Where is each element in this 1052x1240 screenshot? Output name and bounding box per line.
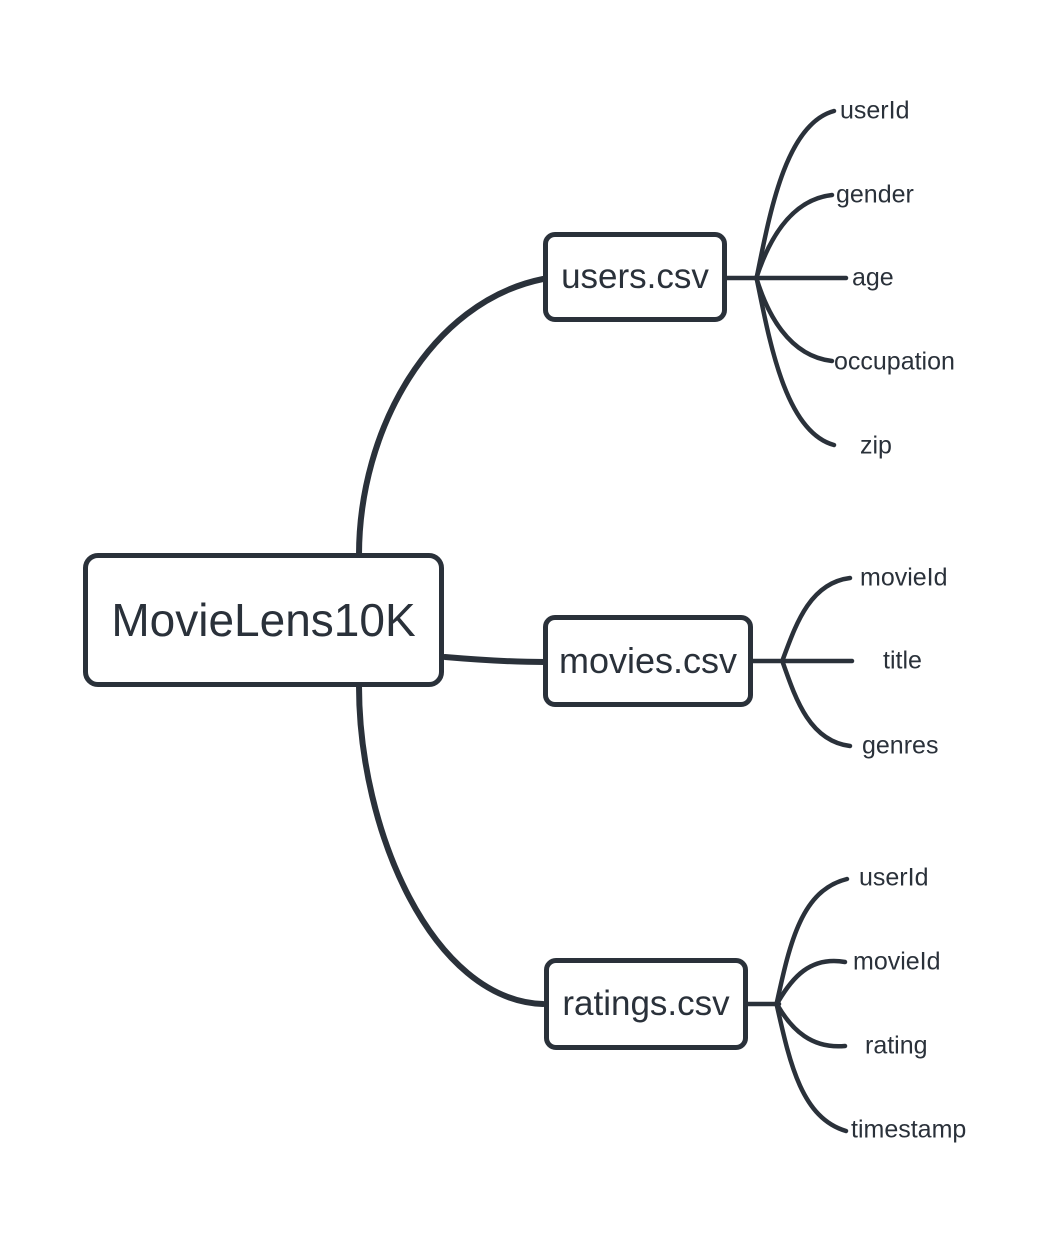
leaf-users-userid: userId [840,96,910,125]
node-root-label: MovieLens10K [111,594,416,646]
leaf-ratings-userid: userId [859,863,929,892]
node-movies-csv: movies.csv [543,615,753,707]
edge-movies-movieid [780,575,853,662]
leaf-users-gender: gender [836,180,914,209]
leaf-users-occupation: occupation [834,347,955,376]
edge-ratings-userid [774,876,850,1005]
leaf-ratings-timestamp: timestamp [851,1115,967,1144]
edge-users-gender [754,192,835,279]
node-movies-csv-label: movies.csv [558,640,738,681]
node-root: MovieLens10K [83,553,444,687]
node-ratings-csv-label: ratings.csv [562,984,730,1023]
edge-users-userid [754,108,837,279]
edge-ratings-rating [775,1003,848,1049]
leaf-ratings-movieid: movieId [853,947,941,976]
leaf-movies-genres: genres [862,731,939,760]
node-users-csv-label: users.csv [561,257,709,296]
leaf-movies-movieid: movieId [860,563,948,592]
leaf-users-zip: zip [860,431,892,460]
leaf-movies-title: title [883,646,922,675]
node-users-csv: users.csv [543,232,727,322]
node-ratings-csv: ratings.csv [544,958,748,1050]
edge-ratings-movieid [775,958,848,1005]
edge-users-occupation [754,277,835,364]
edge-movies-genres [780,660,853,749]
edge-root-ratings [356,683,546,1007]
leaf-ratings-rating: rating [865,1031,928,1060]
edge-root-users [356,276,546,558]
edge-root-movies [442,654,548,665]
leaf-users-age: age [852,263,894,292]
edge-ratings-timestamp [774,1003,849,1134]
edge-users-zip [754,277,837,448]
